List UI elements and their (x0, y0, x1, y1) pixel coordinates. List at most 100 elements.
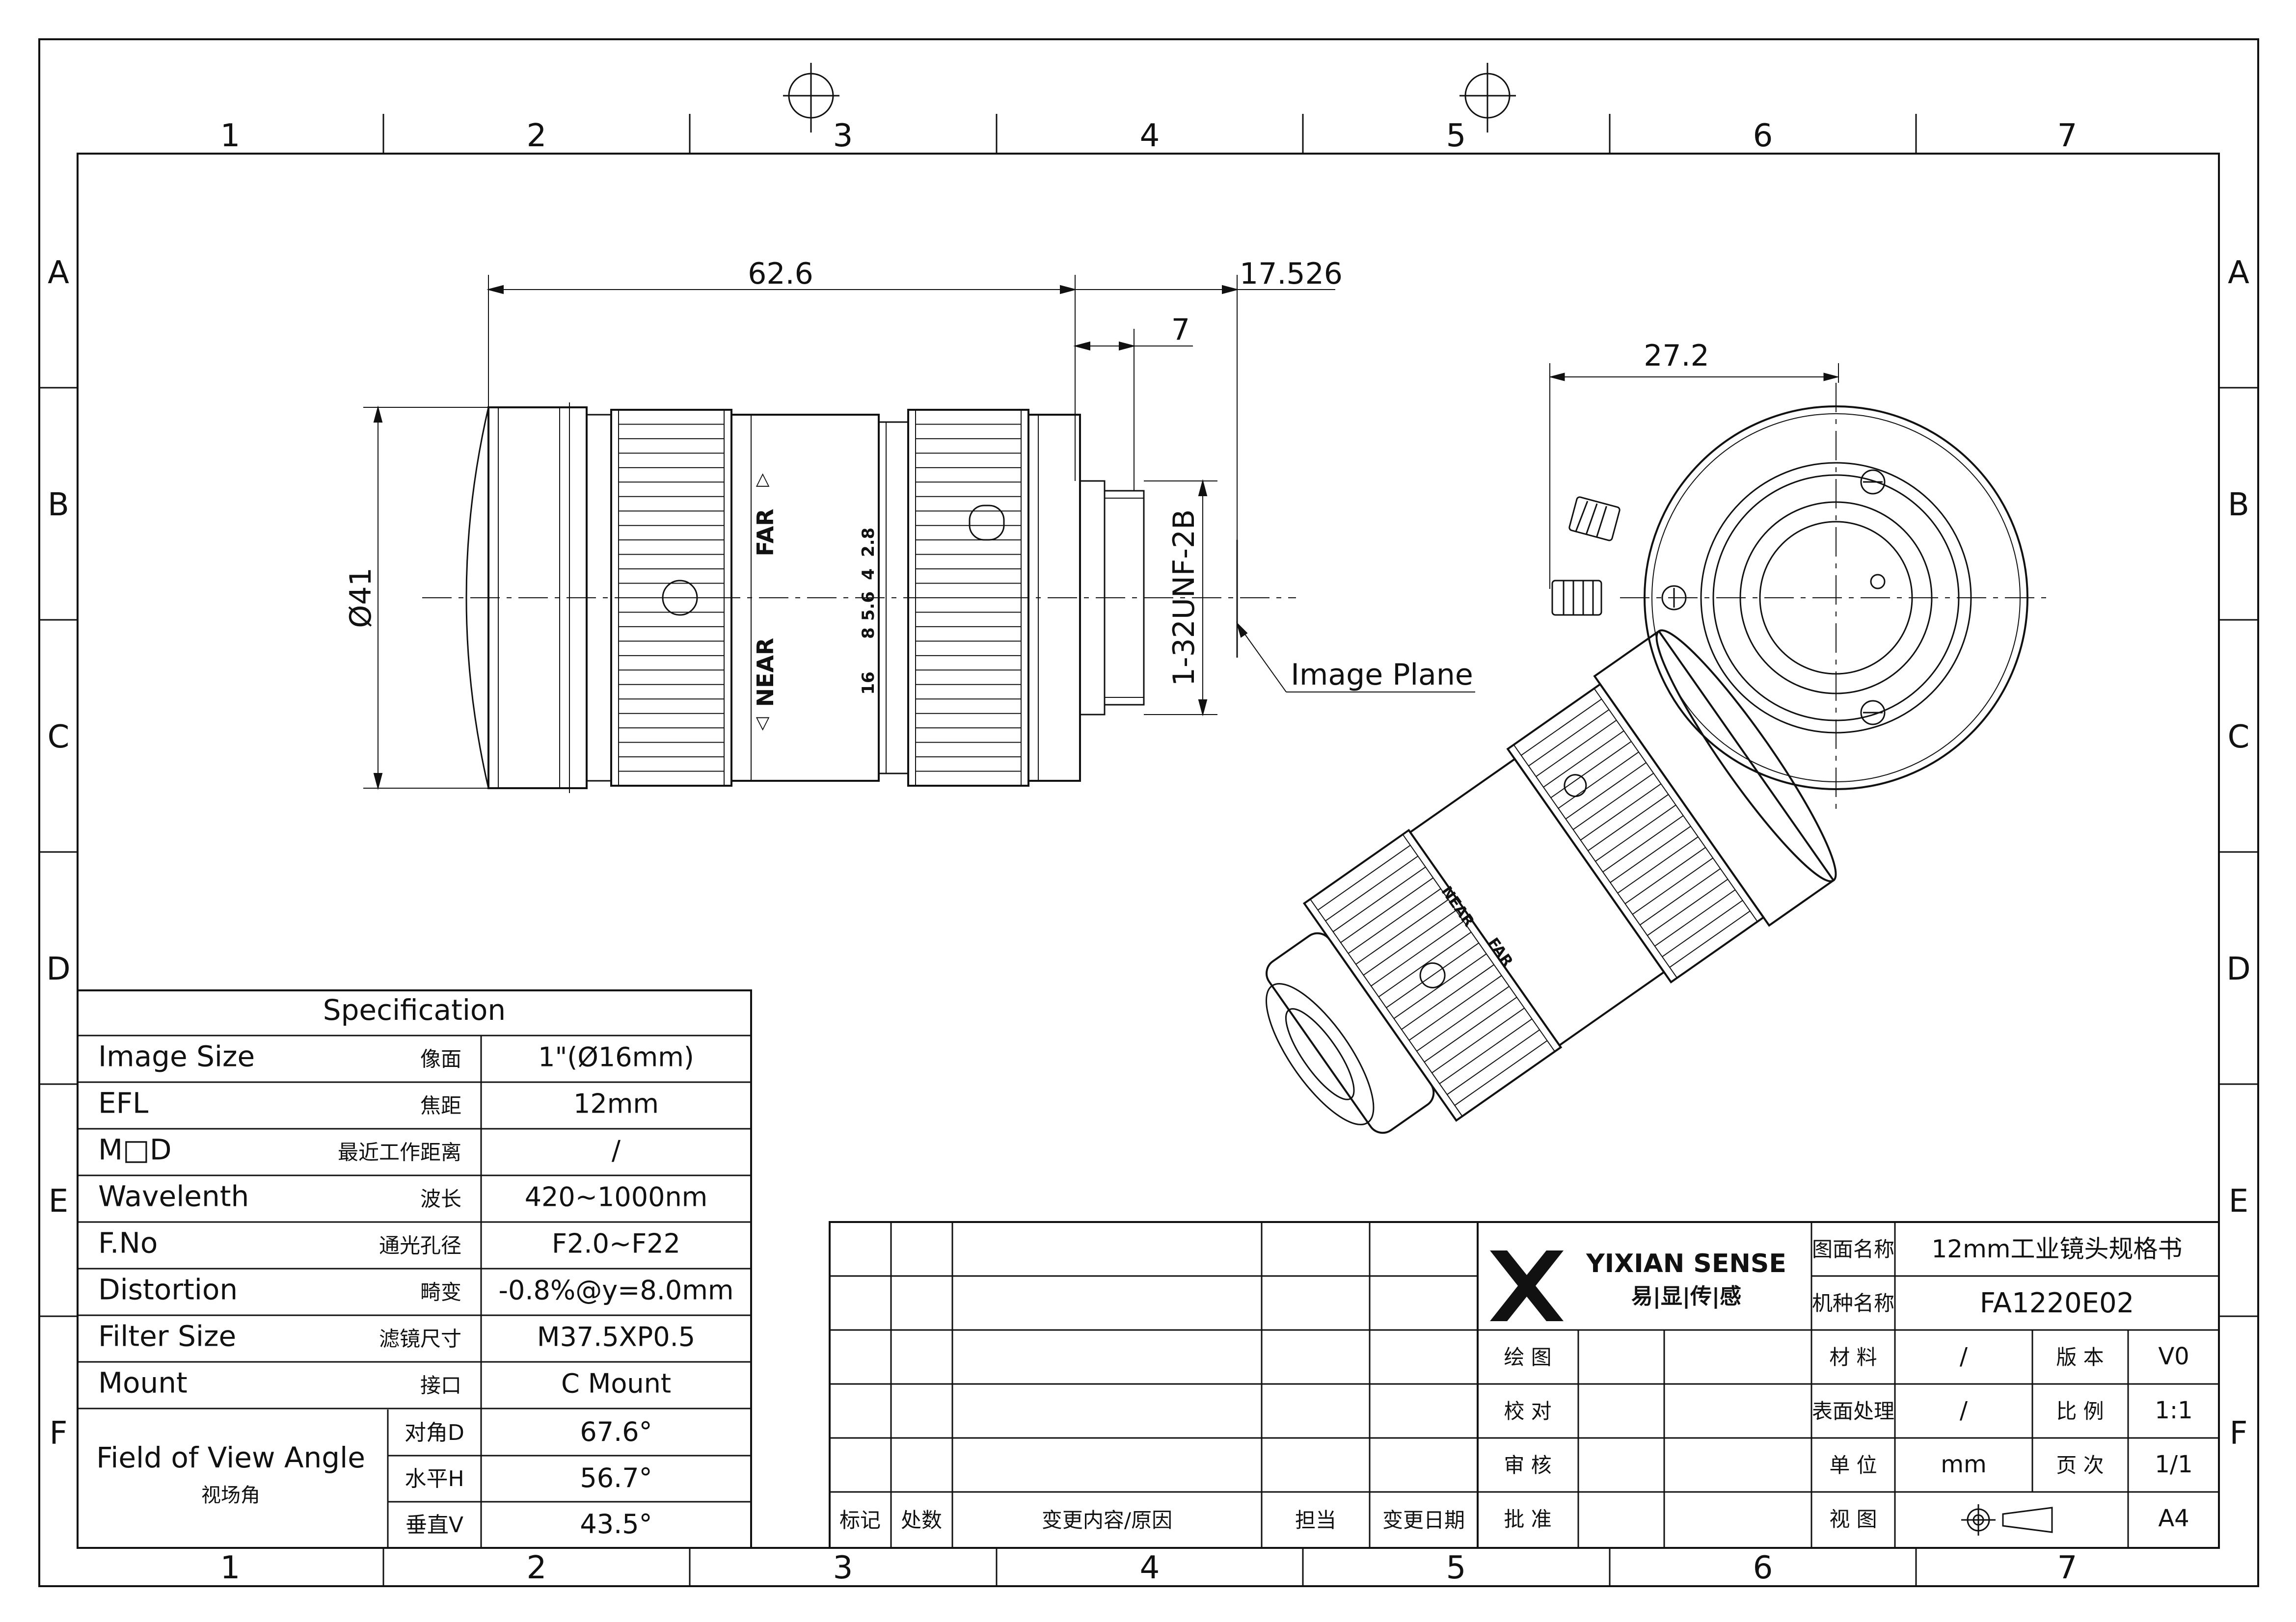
company-logo: YIXIAN SENSE 易|显|传|感 (1490, 1249, 1786, 1321)
spec-row-name: F.No (98, 1226, 158, 1260)
dim-flange-back: 17.526 (1240, 257, 1343, 291)
zone-col-label: 3 (833, 118, 853, 154)
dim-rear-offset: 27.2 (1644, 339, 1709, 373)
f-scale-mark: 5.6 (859, 591, 878, 621)
spec-row-name-cn: 接口 (420, 1374, 461, 1398)
logo-text: YIXIAN SENSE (1586, 1249, 1786, 1278)
aperture-knob-icon (969, 505, 1005, 541)
prop-label: 页 次 (2056, 1453, 2104, 1477)
spec-row-name-cn: 通光孔径 (379, 1234, 461, 1258)
spec-row-name-cn: 像面 (420, 1047, 461, 1071)
zone-col-label: 2 (527, 118, 547, 154)
revision-header: 担当 (1295, 1508, 1336, 1532)
spec-row-name: EFL (98, 1087, 148, 1120)
spec-row-name: Filter Size (98, 1320, 236, 1353)
revision-header: 标记 (839, 1508, 881, 1532)
spec-row-name: Distortion (98, 1273, 238, 1306)
revision-header: 变更内容/原因 (1042, 1508, 1172, 1532)
centering-mark-icon (783, 63, 839, 133)
zone-col-label: 1 (220, 118, 241, 154)
fov-row-value: 56.7° (580, 1462, 652, 1493)
spec-row-value: C Mount (561, 1368, 671, 1399)
dimension-labels: 62.6 17.526 7 Ø41 1-32UNF-2B Image Plane… (344, 257, 1709, 692)
sheet-frame (38, 38, 2259, 1587)
dim-thread: 1-32UNF-2B (1167, 509, 1201, 686)
spec-row-name: Image Size (98, 1040, 255, 1073)
model-label: 机种名称 (1812, 1291, 1894, 1315)
zone-row-label: E (2229, 1183, 2248, 1220)
zone-row-label: B (48, 487, 69, 523)
spec-row-name-cn: 焦距 (420, 1094, 461, 1118)
zone-row-label: D (46, 951, 70, 987)
zone-col-label: 7 (2057, 118, 2078, 154)
zone-col-label: 6 (1753, 118, 1773, 154)
dimension-lines (363, 275, 1475, 790)
far-label: FAR (752, 508, 779, 556)
fov-label-cn: 视场角 (201, 1484, 260, 1507)
prop-value: / (1960, 1397, 1968, 1424)
revision-header: 变更日期 (1382, 1508, 1465, 1532)
prop-label: 表面处理 (1812, 1399, 1894, 1423)
dim-overall-length: 62.6 (748, 257, 813, 291)
fov-row-value: 67.6° (580, 1416, 652, 1447)
zone-row-label: E (49, 1183, 68, 1220)
spec-row-value: 12mm (573, 1089, 659, 1119)
revision-header: 处数 (901, 1508, 942, 1532)
lens-side-view: FAR ▷ NEAR ◁ 16 8 5.6 4 2.8 (422, 402, 1296, 793)
iso-far-label: FAR (1484, 935, 1516, 970)
prop-label: 比 例 (2056, 1399, 2104, 1423)
zone-row-label: F (50, 1415, 68, 1452)
prop-value: mm (1941, 1451, 1987, 1478)
lock-screw-icon (662, 580, 698, 616)
zone-row-label: C (48, 719, 70, 755)
iso-near-label: NEAR (1437, 883, 1477, 930)
sign-label: 批 准 (1504, 1507, 1551, 1531)
dim-diameter: Ø41 (344, 567, 378, 628)
zone-col-label: 2 (527, 1550, 547, 1586)
projection-symbol-icon (1961, 1504, 2053, 1536)
spec-row-name: Wavelenth (98, 1180, 249, 1213)
fov-row-label: 垂直V (405, 1513, 463, 1538)
near-label: NEAR (752, 638, 779, 707)
f-scale-mark: 2.8 (859, 528, 878, 557)
fov-label: Field of View Angle (96, 1441, 365, 1474)
prop-label: 版 本 (2056, 1345, 2104, 1369)
logo-x-icon (1490, 1250, 1564, 1321)
prop-label: 材 料 (1829, 1345, 1877, 1369)
f-scale-mark: 4 (859, 568, 878, 580)
spec-row-name-cn: 最近工作距离 (338, 1141, 461, 1165)
prop-label: 视 图 (1829, 1507, 1877, 1531)
lens-rear-view (1549, 363, 2052, 815)
zone-col-label: 4 (1140, 1550, 1160, 1586)
spec-row-name: Mount (98, 1366, 188, 1400)
zone-row-label: D (2226, 951, 2250, 987)
spec-row-name-cn: 滤镜尺寸 (379, 1327, 461, 1351)
mount-screw-icon (1860, 469, 1886, 495)
knob-icon (1551, 580, 1602, 616)
zone-row-label: C (2228, 719, 2250, 755)
revision-table (829, 1221, 1479, 1549)
sign-label: 审 核 (1504, 1453, 1551, 1477)
drawing-name-label: 图面名称 (1812, 1237, 1894, 1261)
zone-col-label: 3 (833, 1550, 853, 1586)
mount-screw-icon (1661, 585, 1687, 611)
zone-col-label: 1 (220, 1550, 241, 1586)
prop-value: A4 (2158, 1505, 2189, 1532)
spec-row-value: -0.8%@y=8.0mm (499, 1275, 734, 1306)
zone-col-label: 6 (1753, 1550, 1773, 1586)
spec-row-value: M37.5XP0.5 (537, 1322, 695, 1353)
spec-title: Specification (323, 993, 506, 1027)
zone-row-label: B (2228, 487, 2249, 523)
prop-value: / (1960, 1343, 1968, 1370)
revision-headers: 标记 处数 变更内容/原因 担当 变更日期 (839, 1508, 1465, 1532)
fov-row-label: 对角D (405, 1420, 464, 1445)
knob-icon (1568, 496, 1621, 541)
lens-isometric-view (1266, 629, 1837, 1134)
zone-col-label: 5 (1446, 118, 1466, 154)
image-plane-label: Image Plane (1291, 658, 1473, 692)
logo-cn-text: 易|显|传|感 (1631, 1284, 1741, 1309)
f-scale-mark: 8 (859, 627, 878, 639)
